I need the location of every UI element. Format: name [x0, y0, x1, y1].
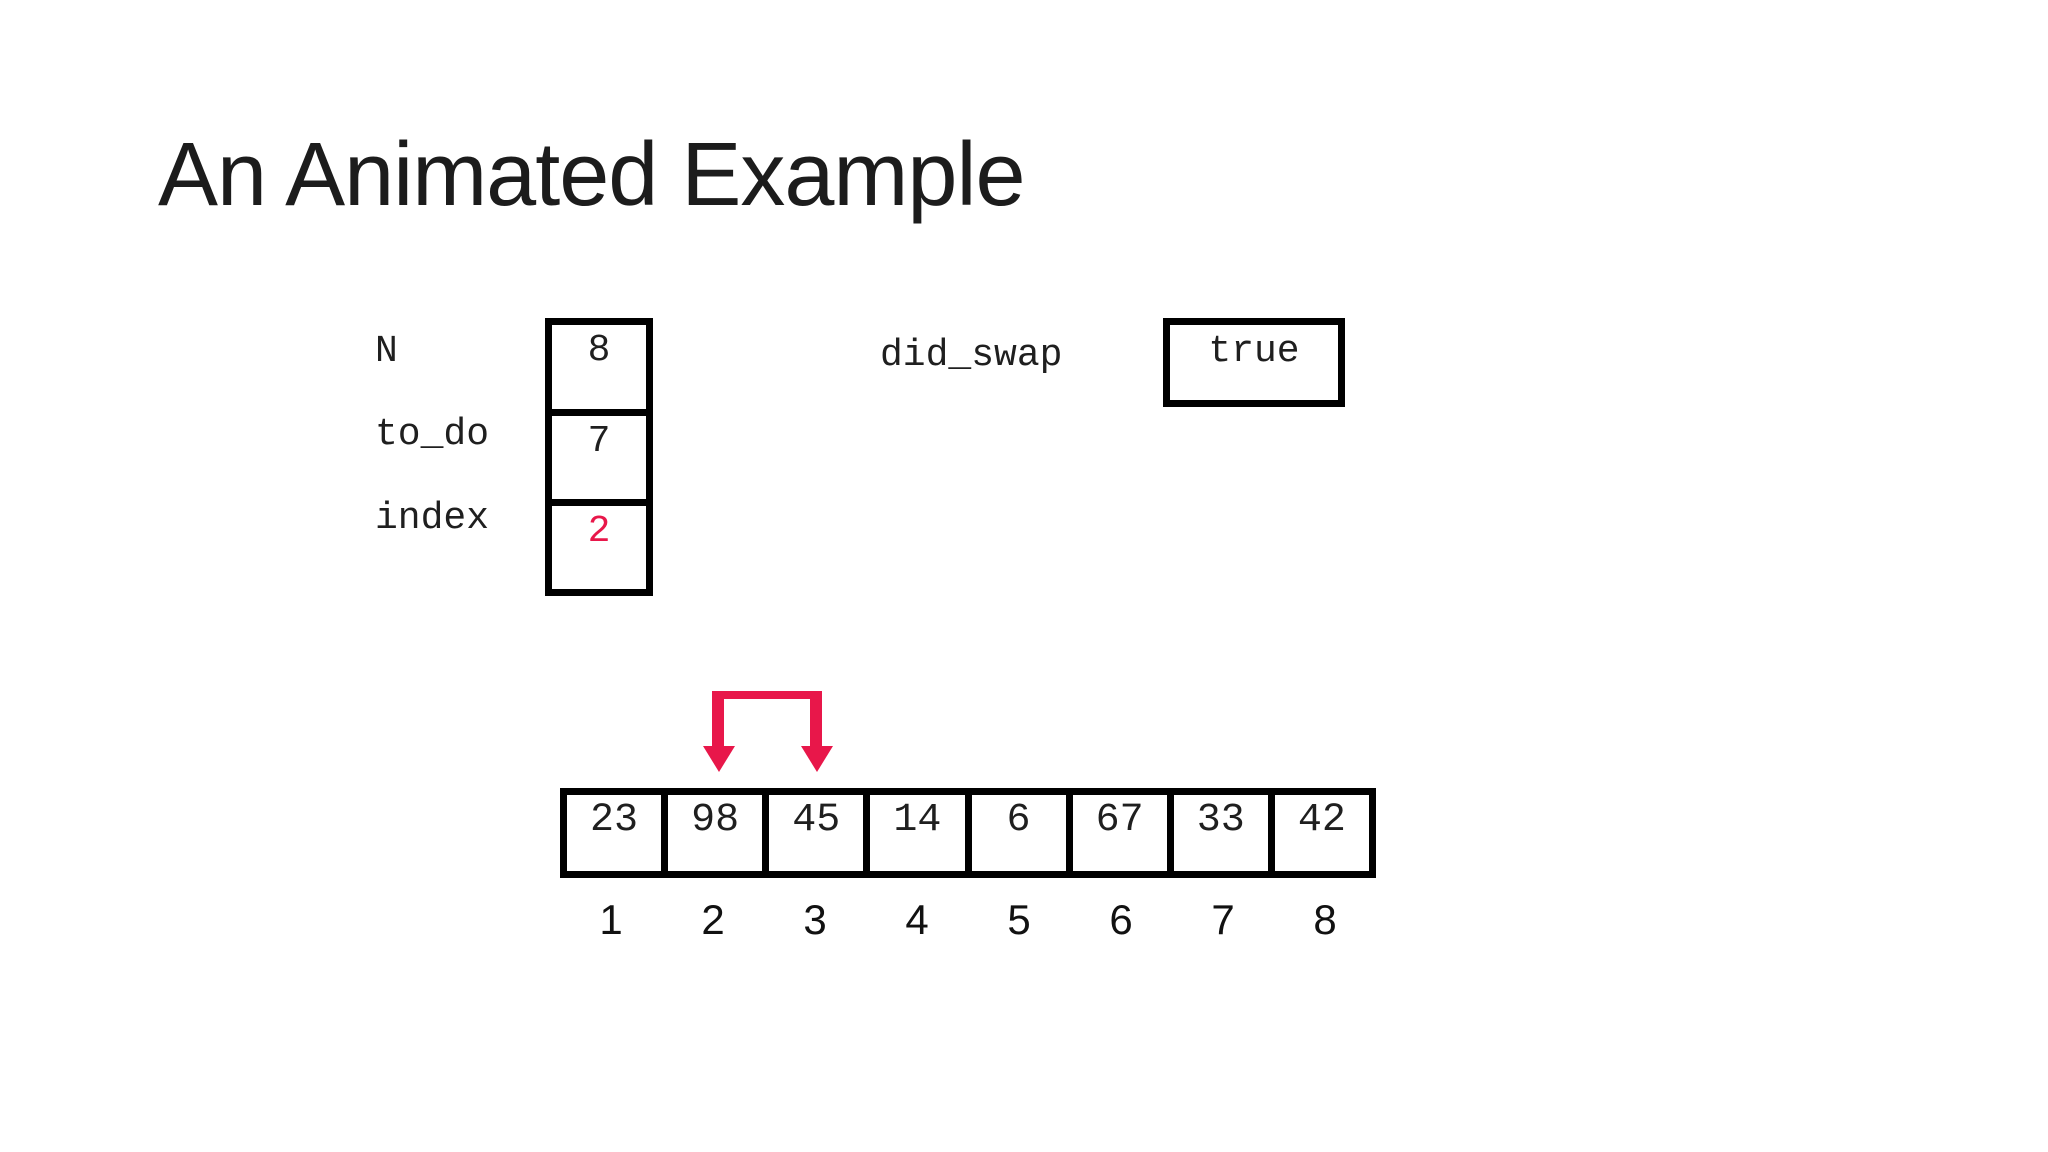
slide-title: An Animated Example: [158, 125, 1025, 225]
down-arrowhead-right-icon: [801, 746, 833, 772]
did-swap-value: true: [1208, 330, 1300, 373]
array-index-5: 5: [1007, 896, 1031, 943]
variable-value-index: 2: [552, 499, 646, 589]
array-index-4: 4: [905, 896, 929, 943]
array-index-row: 1 2 3 4 5 6 7 8: [560, 899, 1376, 941]
array-index-2: 2: [701, 896, 725, 943]
array-row: 23 98 45 14 6 67 33 42: [560, 788, 1376, 878]
did-swap-label: did_swap: [880, 334, 1063, 377]
variable-label-to-do: to_do: [375, 413, 490, 456]
array-index-7: 7: [1211, 896, 1235, 943]
array-cell-4: 14: [863, 795, 964, 871]
variable-value-to-do: 7: [552, 409, 646, 499]
array-index-1: 1: [599, 896, 623, 943]
bracket-arm-right: [810, 691, 822, 748]
variable-value-stack: 8 7 2: [545, 318, 653, 596]
array-index-6: 6: [1109, 896, 1133, 943]
array-index-3: 3: [803, 896, 827, 943]
array-cell-7: 33: [1166, 795, 1268, 871]
bracket-top-bar: [712, 691, 822, 699]
array-cell-5: 6: [964, 795, 1066, 871]
variable-value-n: 8: [587, 329, 611, 372]
array-cell-8: 42: [1267, 795, 1369, 871]
variable-label-index: index: [375, 497, 490, 540]
variable-label-n: N: [375, 330, 398, 373]
array-cell-6: 67: [1065, 795, 1167, 871]
array-cell-3: 45: [762, 795, 863, 871]
array-index-8: 8: [1313, 896, 1337, 943]
bracket-arm-left: [712, 691, 724, 748]
down-arrowhead-left-icon: [703, 746, 735, 772]
did-swap-value-box: true: [1163, 318, 1345, 407]
array-cell-2: 98: [661, 795, 762, 871]
array-cell-1: 23: [590, 798, 639, 843]
